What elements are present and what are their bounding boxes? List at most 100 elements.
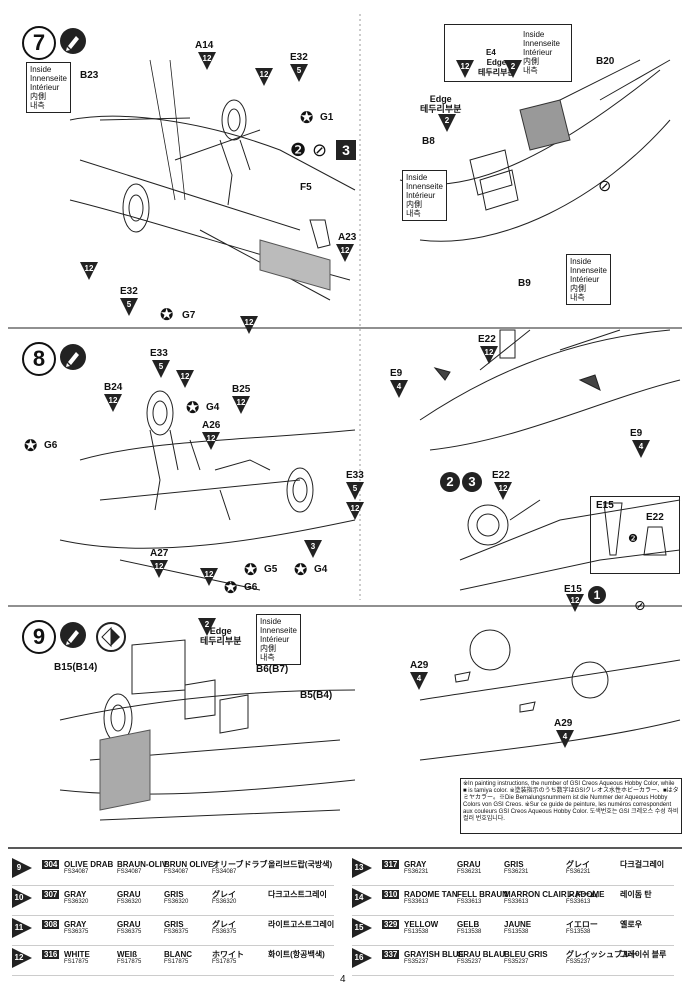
part-label-e22-mid: E22 [492, 470, 510, 481]
color-name: BLANC [164, 950, 192, 959]
color-number: 9 [16, 863, 22, 872]
part-label-e22-top: E22 [478, 334, 496, 345]
fs-code: FS36231 [566, 869, 591, 875]
paint-number: 12 [340, 246, 350, 255]
color-cell-code: 329 [382, 920, 400, 929]
color-number: 13 [354, 863, 364, 872]
part-label-b5: B5(B4) [300, 690, 333, 701]
inside-text-ko: 내측 [30, 101, 45, 110]
inside-text-fr: Intérieur [570, 275, 600, 284]
color-name: グレイ [566, 860, 590, 869]
paint-number: 5 [158, 362, 164, 371]
part-label-f5: F5 [300, 182, 312, 193]
part-label-e32-top: E32 [290, 52, 308, 63]
color-name: OLIVE DRAB [64, 860, 114, 869]
paint-number: 12 [460, 62, 470, 71]
paint-number: 12 [236, 398, 246, 407]
fs-code: FS36375 [117, 929, 142, 935]
paint-number: 12 [154, 562, 164, 571]
fs-code: FS13538 [504, 929, 529, 935]
color-number-marker [12, 888, 32, 908]
knife-icon: ⊘ [312, 140, 328, 161]
color-name: 옐로우 [620, 920, 643, 929]
paint-marker [632, 440, 650, 458]
part-label-g5: G5 [264, 564, 278, 575]
color-cell-code: 317 [382, 860, 400, 869]
color-name: GELB [457, 920, 480, 929]
part-label-b20: B20 [596, 56, 615, 67]
color-number-marker [352, 918, 372, 938]
fs-code: FS34087 [164, 869, 189, 875]
paint-number: 3 [310, 542, 316, 551]
color-name: BLEU GRIS [504, 950, 548, 959]
color-name: GRAY [64, 920, 87, 929]
part-label-a14: A14 [195, 40, 214, 51]
paint-marker [120, 298, 138, 316]
color-name: グレイッシュブルー [566, 950, 638, 959]
knife-icon: ⊘ [598, 176, 612, 195]
paint-number: 5 [296, 66, 302, 75]
part-label-e33-right: E33 [346, 470, 364, 481]
fs-code: FS33613 [504, 899, 529, 905]
paint-note: ※In painting instructions, the number of… [460, 778, 682, 834]
paint-number: 5 [352, 484, 358, 493]
paint-marker [556, 730, 574, 748]
color-cell-code: 310 [382, 890, 400, 899]
inside-text-de: Innenseite [30, 74, 67, 83]
color-cell-ko: 올리브드랍(국방색) [268, 860, 332, 869]
part-label-b25: B25 [232, 384, 251, 395]
edge-text-ko: 테두리부분 [478, 68, 515, 77]
color-name: 329 [384, 920, 398, 929]
paint-marker [240, 316, 258, 334]
color-name: FELL BRAUN [457, 890, 508, 899]
color-number-marker [12, 918, 32, 938]
color-name: BRUN OLIVE [164, 860, 214, 869]
paint-number: 12 [484, 348, 494, 357]
knife-icon: ⊘ [634, 598, 646, 614]
inside-text-de: Innenseite [406, 182, 443, 191]
color-cell-ko: 라이트고스트그레이 [268, 920, 334, 929]
part-label-g6-a: G6 [44, 440, 58, 451]
fs-code: FS33613 [404, 899, 429, 905]
color-number: 15 [354, 923, 364, 932]
fs-code: FS36375 [64, 929, 89, 935]
paint-marker [290, 64, 308, 82]
fs-code: FS35237 [504, 959, 529, 965]
color-name: GRAU [117, 920, 141, 929]
part-label-b6: B6(B7) [256, 664, 289, 675]
paint-marker [390, 380, 408, 398]
color-name: 308 [44, 920, 58, 929]
paint-number: 2 [444, 116, 450, 125]
part-label-a23: A23 [338, 232, 357, 243]
paint-marker [494, 482, 512, 500]
color-cell-code: 337 [382, 950, 400, 959]
paint-number: 12 [202, 54, 212, 63]
color-number: 12 [14, 953, 24, 962]
color-name: GRAU [457, 860, 481, 869]
paint-number: 12 [570, 596, 580, 605]
part-label-a29-b: A29 [554, 718, 573, 729]
paint-marker [438, 114, 456, 132]
paint-marker [202, 432, 220, 450]
color-name: GRAY [404, 860, 427, 869]
color-name: GRIS [164, 890, 184, 899]
paint-number: 12 [259, 70, 269, 79]
part-label-e22-c: E22 [646, 512, 664, 523]
paint-marker [304, 540, 322, 558]
color-cell-ko: 화이트(항공백색) [268, 950, 325, 959]
paint-number: 4 [638, 442, 644, 451]
paint-marker [410, 672, 428, 690]
color-name: GRAU [117, 890, 141, 899]
edge-text-ko: 테두리부분 [420, 104, 462, 114]
color-name: 다크고스트그레이 [268, 890, 327, 899]
step-number-7: 7 [22, 26, 56, 60]
fs-code: FS34087 [117, 869, 142, 875]
